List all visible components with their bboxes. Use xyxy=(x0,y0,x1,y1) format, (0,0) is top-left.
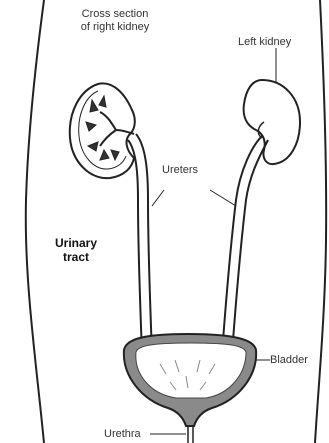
ureters-label: Ureters xyxy=(162,164,198,177)
bladder xyxy=(124,334,256,426)
body-outline-left xyxy=(26,0,44,443)
left-ureter xyxy=(222,136,268,354)
urinary-tract-label: Urinary tract xyxy=(46,236,106,264)
right-kidney-label-line1: Cross section xyxy=(56,8,174,21)
urethra-label: Urethra xyxy=(104,428,141,441)
urinary-tract-label-line2: tract xyxy=(46,250,106,264)
right-ureter xyxy=(128,134,152,354)
left-kidney-label: Left kidney xyxy=(238,36,291,49)
body-outline-right xyxy=(315,0,326,443)
right-kidney-cross-section xyxy=(70,83,135,178)
bladder-label: Bladder xyxy=(270,354,308,367)
right-kidney-label-line2: of right kidney xyxy=(56,21,174,34)
right-kidney-label: Cross section of right kidney xyxy=(56,8,174,34)
urethra-tube xyxy=(188,426,193,443)
urinary-tract-label-line1: Urinary xyxy=(46,236,106,250)
ureters-leader xyxy=(152,190,236,206)
